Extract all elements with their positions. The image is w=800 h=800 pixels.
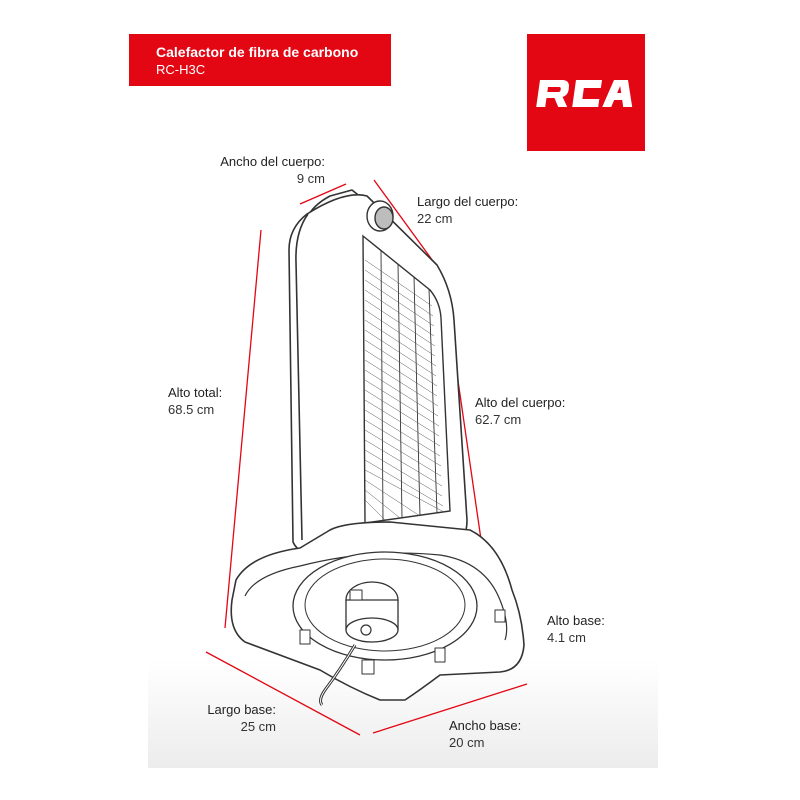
dim-line-ancho-cuerpo: [299, 183, 347, 205]
label-alto-base: Alto base: 4.1 cm: [547, 612, 605, 646]
label-alto-total: Alto total: 68.5 cm: [168, 384, 222, 418]
heater-body: [288, 189, 468, 557]
label-ancho-cuerpo-title: Ancho del cuerpo:: [220, 154, 325, 169]
dim-line-largo-base: [205, 651, 361, 736]
title-banner: Calefactor de fibra de carbono RC-H3C: [129, 34, 391, 86]
label-alto-cuerpo: Alto del cuerpo: 62.7 cm: [475, 394, 565, 428]
label-largo-base: Largo base: 25 cm: [170, 701, 276, 735]
label-alto-total-title: Alto total:: [168, 385, 223, 400]
label-largo-cuerpo-value: 22 cm: [417, 211, 453, 226]
rca-logo-icon: [536, 80, 633, 107]
label-alto-base-title: Alto base:: [547, 613, 605, 628]
label-alto-base-value: 4.1 cm: [547, 630, 587, 645]
label-ancho-cuerpo-value: 9 cm: [296, 171, 325, 186]
label-ancho-base-title: Ancho base:: [449, 718, 522, 733]
brand-logo: [527, 34, 645, 151]
product-model: RC-H3C: [156, 62, 206, 77]
dim-line-alto-total: [224, 229, 262, 629]
label-largo-cuerpo-title: Largo del cuerpo:: [417, 194, 519, 209]
label-alto-cuerpo-title: Alto del cuerpo:: [475, 395, 566, 410]
dim-line-ancho-base: [372, 683, 528, 734]
label-largo-base-title: Largo base:: [207, 702, 276, 717]
label-alto-cuerpo-value: 62.7 cm: [475, 412, 522, 427]
heater-base: [230, 521, 525, 701]
heater-grille: [362, 234, 451, 524]
label-ancho-cuerpo: Ancho del cuerpo: 9 cm: [190, 153, 325, 187]
label-ancho-base-value: 20 cm: [449, 735, 485, 750]
label-alto-total-value: 68.5 cm: [168, 402, 215, 417]
dim-line-largo-cuerpo: [373, 179, 439, 269]
label-ancho-base: Ancho base: 20 cm: [449, 717, 521, 751]
product-title: Calefactor de fibra de carbono: [156, 44, 359, 60]
label-largo-cuerpo: Largo del cuerpo: 22 cm: [417, 193, 518, 227]
control-knob: [366, 200, 394, 232]
label-largo-base-value: 25 cm: [240, 719, 276, 734]
